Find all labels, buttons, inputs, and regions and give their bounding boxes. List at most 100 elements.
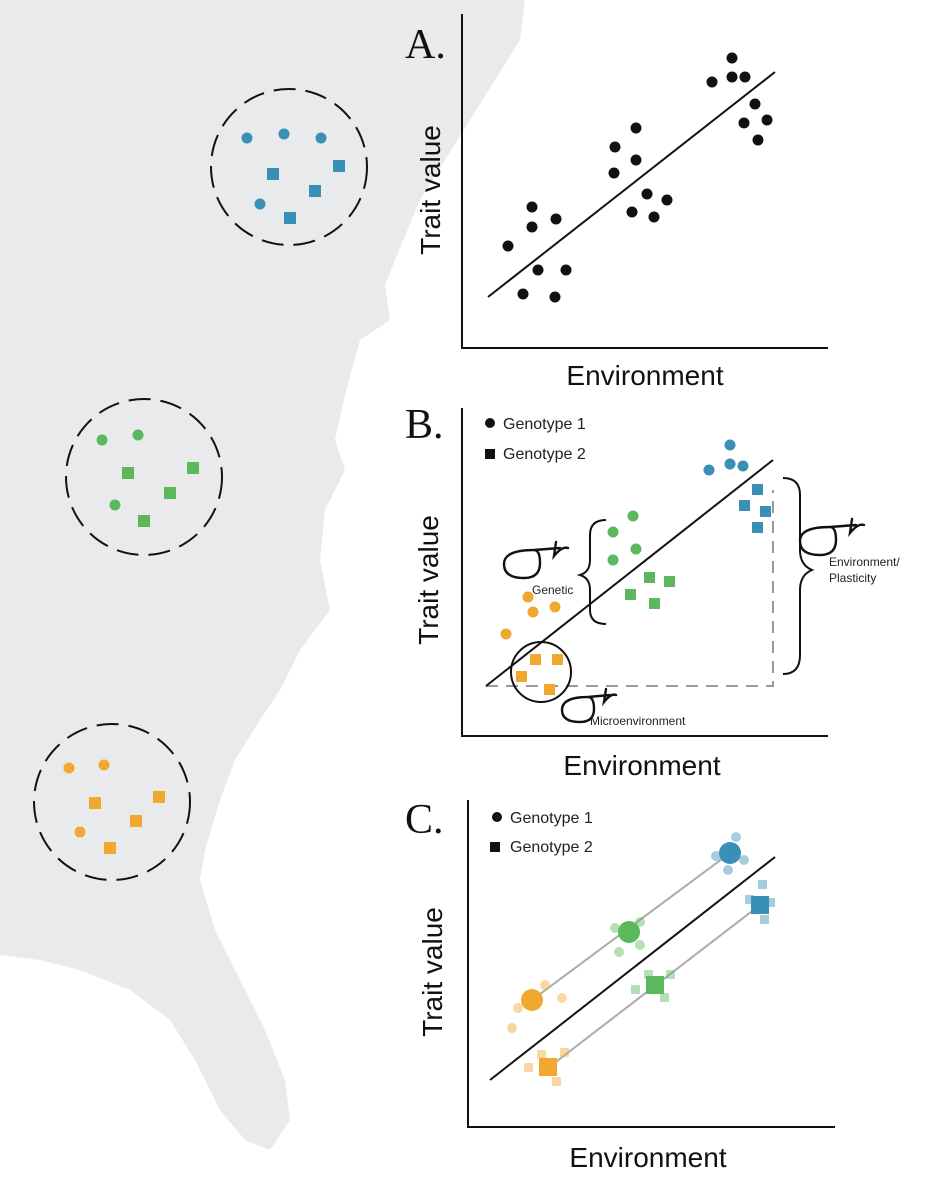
panel-c-letter: C.: [405, 797, 444, 843]
genotype1-point: [132, 429, 144, 441]
panel-b-trend-line: [485, 459, 774, 687]
genotype2-mean: [646, 976, 664, 994]
genotype2-point: [130, 815, 142, 827]
genotype2-point: [284, 212, 296, 224]
data-point: [739, 71, 751, 83]
panel-c-green-cluster: [610, 917, 675, 1002]
panel-a-ylabel: Trait value: [415, 125, 446, 255]
legend-circle-icon: [485, 418, 495, 428]
genotype2-point: [122, 467, 134, 479]
genotype1-point: [737, 460, 749, 472]
sigma-environment-label-1: Environment/: [829, 555, 900, 569]
data-point: [630, 122, 642, 134]
data-point: [706, 76, 718, 88]
panel-b-letter: B.: [405, 402, 444, 448]
genotype1-point: [315, 132, 327, 144]
legend-genotype-2: Genotype 2: [510, 839, 593, 856]
data-point: [726, 52, 738, 64]
genotype2-mean: [751, 896, 769, 914]
data-point: [630, 154, 642, 166]
genotype2-point: [187, 462, 199, 474]
data-point: [738, 117, 750, 129]
population-ring: [33, 723, 191, 881]
panel-b-dashed-guide: [486, 490, 774, 687]
data-point: [526, 221, 538, 233]
panel-c-orange-cluster: [507, 980, 569, 1086]
genotype1-mean: [618, 921, 640, 943]
legend-circle-icon: [492, 812, 502, 822]
genotype2-point: [752, 522, 763, 533]
genotype1-point: [96, 434, 108, 446]
genotype1-point: [724, 458, 736, 470]
data-point: [661, 194, 673, 206]
environment-brace: [782, 477, 815, 675]
panel-c: C. Trait value Environment Genotype 1 Ge…: [405, 797, 835, 1173]
panel-c-xlabel: Environment: [569, 1142, 726, 1173]
genotype2-point: [649, 598, 660, 609]
data-point: [752, 134, 764, 146]
microenvironment-circle: [510, 641, 572, 703]
genotype1-point: [630, 543, 642, 555]
population-ring: [65, 398, 223, 556]
genotype1-point: [607, 526, 619, 538]
genotype2-point: [544, 684, 555, 695]
legend-genotype-1: Genotype 1: [503, 416, 586, 433]
data-point: [761, 114, 773, 126]
genotype1-point: [278, 128, 290, 140]
panel-b: B. Trait value Environment Genotype 1 Ge…: [405, 402, 900, 781]
genotype2-mean: [539, 1058, 557, 1076]
panel-a-trend-line: [487, 71, 776, 298]
genotype1-point: [74, 826, 86, 838]
sigma-micro-glyph: [560, 687, 618, 724]
data-point: [550, 213, 562, 225]
genotype2-point: [516, 671, 527, 682]
genotype1-point: [627, 510, 639, 522]
genotype2-point: [644, 572, 655, 583]
sigma-genetic-label: Genetic: [532, 583, 573, 597]
panel-b-axes: [461, 408, 828, 737]
genotype1-point: [109, 499, 121, 511]
legend-square-icon: [490, 842, 500, 852]
genotype1-point: [254, 198, 266, 210]
genotype2-point: [153, 791, 165, 803]
panel-a-axes: [461, 14, 828, 349]
coastline-map: [0, 0, 525, 1150]
data-point: [608, 167, 620, 179]
population-north: [210, 88, 368, 246]
genotype2-point: [333, 160, 345, 172]
panel-b-blue-points: [703, 439, 771, 533]
panel-a: A. Trait value Environment: [405, 14, 828, 391]
legend-square-icon: [485, 449, 495, 459]
data-point: [532, 264, 544, 276]
genotype1-mean: [719, 842, 741, 864]
genotype2-point: [664, 576, 675, 587]
panel-a-points: [502, 52, 773, 303]
data-point: [641, 188, 653, 200]
genotype2-point: [530, 654, 541, 665]
genotype2-point: [552, 654, 563, 665]
panel-c-axes: [467, 800, 835, 1128]
panel-b-xlabel: Environment: [563, 750, 720, 781]
genetic-brace: [576, 519, 607, 625]
genotype1-point: [724, 439, 736, 451]
population-ring: [210, 88, 368, 246]
genotype2-point: [164, 487, 176, 499]
data-point: [749, 98, 761, 110]
data-point: [526, 201, 538, 213]
genotype1-point: [527, 606, 539, 618]
genotype1-mean: [521, 989, 543, 1011]
genotype2-point: [309, 185, 321, 197]
panel-b-ylabel: Trait value: [413, 515, 444, 645]
data-point: [609, 141, 621, 153]
genotype2-point: [752, 484, 763, 495]
panel-b-orange-points: [500, 591, 563, 695]
genotype2-point: [267, 168, 279, 180]
data-point: [626, 206, 638, 218]
panel-a-xlabel: Environment: [566, 360, 723, 391]
genotype2-point: [625, 589, 636, 600]
sigma-micro-label: Microenvironment: [590, 714, 686, 728]
population-middle: [65, 398, 223, 556]
data-point: [549, 291, 561, 303]
data-point: [517, 288, 529, 300]
